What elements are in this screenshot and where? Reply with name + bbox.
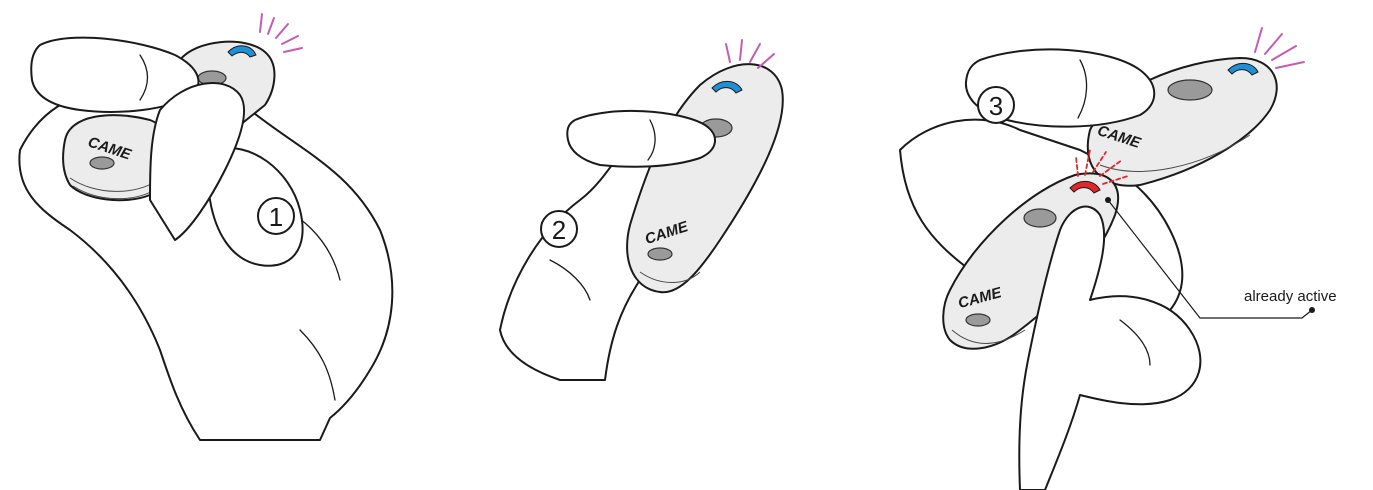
step-3-number: 3 [989, 91, 1003, 121]
step-1-number: 1 [269, 202, 283, 232]
panel-step-3: CAME CAME [900, 28, 1337, 490]
step-2-marker: 2 [541, 211, 577, 247]
panel-step-1: CAME 1 [19, 14, 392, 440]
step-3-marker: 3 [978, 87, 1014, 123]
step-1-marker: 1 [258, 198, 294, 234]
step-2-number: 2 [552, 215, 566, 245]
panel-step-2: CAME 2 [500, 40, 783, 380]
signal-rays-1 [260, 14, 302, 52]
remote-step-2: CAME [627, 64, 783, 292]
callout-already-active: already active [1244, 288, 1337, 305]
